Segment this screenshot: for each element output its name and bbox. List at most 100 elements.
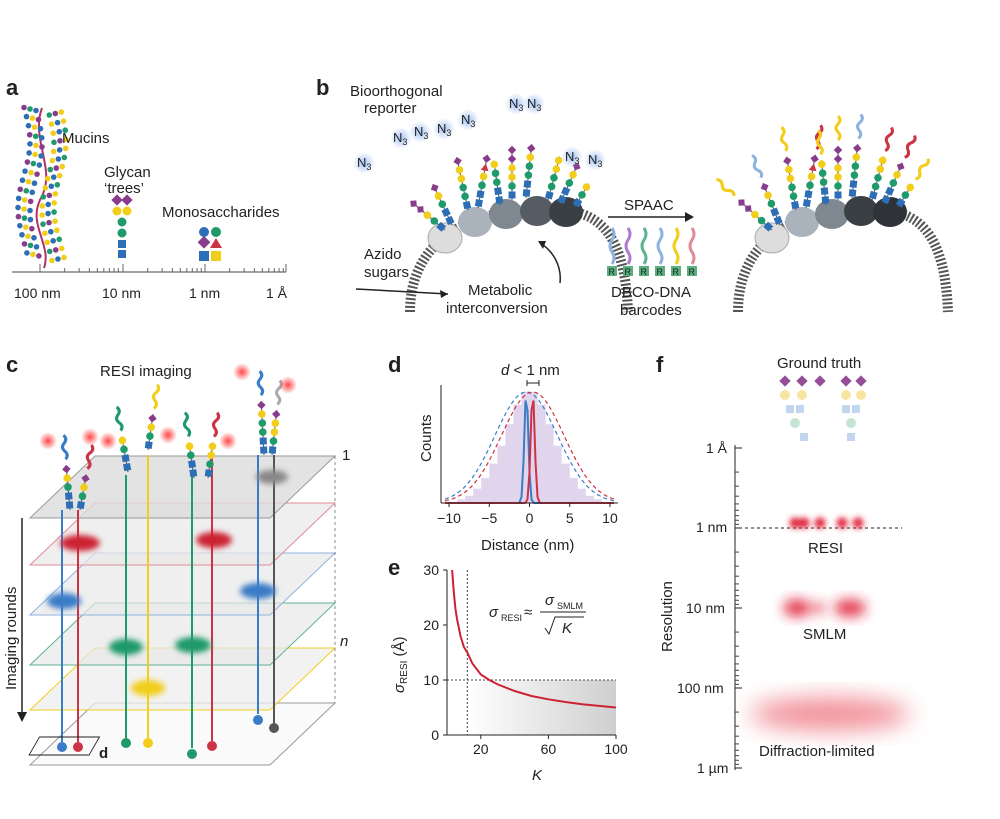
mucin-sugar <box>60 118 67 124</box>
scale-1A: 1 Å <box>266 285 288 301</box>
fucose-triangle <box>808 163 817 172</box>
metabolic-arrowhead <box>538 241 546 249</box>
mucin-sugar <box>42 184 49 191</box>
galactose-circle <box>270 428 279 436</box>
azido-arrowhead <box>440 290 448 298</box>
glcnac-square <box>802 199 811 208</box>
f-ticks <box>735 447 742 769</box>
dna-barcode <box>834 114 842 142</box>
glycan-tree-icon <box>111 194 133 258</box>
glycan <box>522 144 536 199</box>
gt-glcnac <box>786 405 794 413</box>
glycan <box>76 444 95 511</box>
svg-text:K: K <box>562 620 573 637</box>
mucin-sugar <box>17 186 24 193</box>
e-y-tick-label: 0 <box>431 727 439 743</box>
galactose-circle <box>817 160 826 169</box>
barcode-strand <box>608 227 616 265</box>
glcnac-square <box>869 190 878 200</box>
mucin-sugar <box>23 113 30 120</box>
mucin-sugar <box>55 156 62 162</box>
fucose-triangle <box>480 163 489 172</box>
mucin-sugar <box>46 248 53 255</box>
mucin-sugar <box>44 175 51 182</box>
mucin-sugar <box>32 133 39 140</box>
membrane-proteins-left <box>427 196 583 254</box>
mucin-sugar <box>31 180 38 187</box>
e-curve <box>451 569 617 709</box>
glycan <box>572 183 591 208</box>
mucin-sugar <box>50 238 57 244</box>
sialic-diamond <box>417 206 424 213</box>
mucin-sugar <box>15 195 22 202</box>
mucin-sugar <box>29 115 36 121</box>
glcnac-square <box>834 191 842 199</box>
mucin-sugar <box>46 112 53 118</box>
gt-sialic <box>779 375 791 387</box>
mucin-sugar <box>27 198 34 205</box>
azide-label-2: N3 <box>393 130 407 147</box>
mucin-sugar <box>53 165 60 171</box>
azide-label-8: N3 <box>565 149 579 166</box>
sialic-diamond <box>896 162 905 171</box>
glycan-stem <box>477 154 488 209</box>
barcode-r-label: R <box>625 267 632 277</box>
imager-glow <box>159 426 177 444</box>
mucin-sugar <box>59 163 66 170</box>
glycan <box>182 411 198 479</box>
histogram <box>444 391 615 504</box>
mannose-circle <box>874 173 882 182</box>
layer-last-label: n <box>340 633 348 650</box>
localization-clouds <box>47 470 288 696</box>
mannose-circle <box>78 492 87 501</box>
hist-bar <box>545 424 554 503</box>
imager-glow <box>81 428 99 446</box>
gt-sialic <box>796 375 808 387</box>
sialic-diamond <box>507 154 517 164</box>
reporter-label-1: Bioorthogonal <box>350 83 443 100</box>
mucin-sugar <box>52 110 59 117</box>
glcnac-square <box>885 186 895 196</box>
d-annotation: d < 1 nm <box>501 362 560 379</box>
barcode-handle <box>639 266 649 276</box>
mannose-circle <box>757 216 766 225</box>
azide-label-1: N3 <box>357 155 371 172</box>
galactose-circle <box>785 165 793 174</box>
inset-d-label: d <box>99 745 108 762</box>
hist-bar <box>577 488 586 503</box>
glcnac-square <box>545 190 554 200</box>
glcnac-square <box>445 215 455 226</box>
glcnac-square <box>474 199 483 208</box>
azido-arrow <box>355 288 449 295</box>
mucin-sugar <box>38 153 44 159</box>
glycan <box>453 156 472 211</box>
mucin-sugar <box>61 254 67 261</box>
layer-first-label: 1 <box>342 447 350 464</box>
mucin-sugar <box>23 224 29 230</box>
spaac-label: SPAAC <box>624 197 674 214</box>
mannose-circle <box>461 192 469 201</box>
e-x-label: K <box>532 767 543 784</box>
mucin-sugar <box>48 183 55 190</box>
glycan-stem <box>805 154 816 209</box>
dna-barcode <box>212 411 221 438</box>
glycan-stem <box>456 157 469 211</box>
d-tick-label: 0 <box>526 510 534 526</box>
mannose-circle <box>901 191 910 199</box>
glcnac-square <box>65 501 74 509</box>
mucin-sugar <box>58 109 65 115</box>
mucin-sugar <box>30 160 37 167</box>
glcnac-square <box>476 190 485 199</box>
hist-bar <box>481 477 490 503</box>
mucin-sugar <box>56 236 63 243</box>
svg-text:≈: ≈ <box>524 604 532 621</box>
dna-barcode <box>85 444 95 470</box>
galactose-circle <box>764 191 772 200</box>
mucin-sugar <box>62 145 69 152</box>
mannose-circle <box>120 445 128 454</box>
mannose-circle <box>578 191 586 199</box>
glycan <box>848 113 864 199</box>
cell-membrane-right <box>733 204 953 313</box>
galactose-circle <box>185 442 194 451</box>
